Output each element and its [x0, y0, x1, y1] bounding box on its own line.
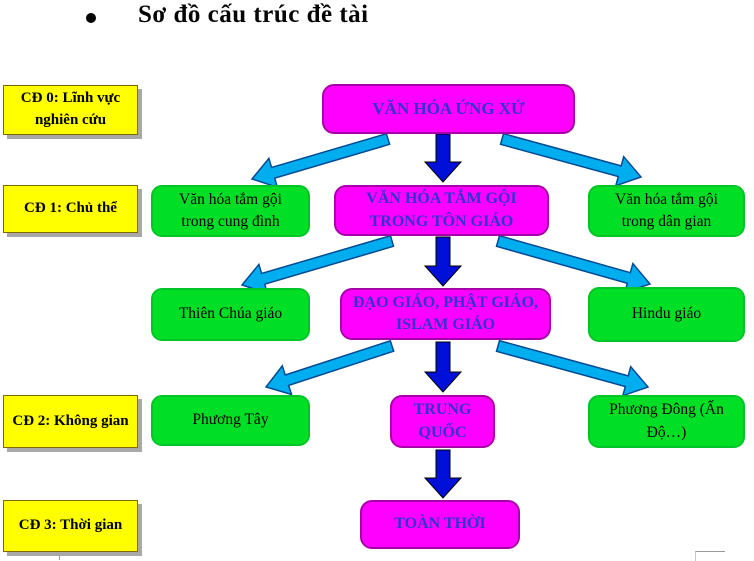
node-tam-goi-dan-gian: Văn hóa tắm gội trong dân gian	[588, 185, 745, 237]
node-trung-quoc: TRUNG QUỐC	[390, 395, 495, 448]
stray-box-corner	[695, 551, 725, 561]
node-phuong-dong-an-do: Phương Đông (Ấn Độ…)	[588, 395, 745, 448]
stray-line	[59, 553, 60, 560]
node-dao-giao-phat-giao-islam: ĐẠO GIÁO, PHẬT GIÁO, ISLAM GIÁO	[340, 288, 551, 340]
down-arrow-icon	[423, 133, 463, 183]
label-cd0-linh-vuc-nghien-cuu: CĐ 0: Lĩnh vực nghiên cứu	[3, 85, 138, 135]
diagonal-arrow-icon	[495, 339, 650, 397]
node-hindu-giao: Hindu giáo	[588, 287, 745, 342]
node-van-hoa-ung-xu: VĂN HÓA ỨNG XỬ	[322, 84, 575, 134]
diagonal-arrow-icon	[264, 339, 395, 396]
label-cd1-chu-the: CĐ 1: Chủ thể	[3, 185, 138, 233]
diagonal-arrow-icon	[499, 132, 643, 187]
page-title: Sơ đồ cấu trúc đề tài	[138, 1, 369, 28]
label-cd2-khong-gian: CĐ 2: Không gian	[3, 395, 138, 448]
label-cd3-thoi-gian: CĐ 3: Thời gian	[3, 500, 138, 552]
slide-title-row: Sơ đồ cấu trúc đề tài	[0, 0, 754, 40]
down-arrow-icon	[423, 449, 463, 499]
node-phuong-tay: Phương Tây	[151, 395, 310, 446]
node-van-hoa-tam-goi-ton-giao: VĂN HÓA TẮM GỘI TRONG TÔN GIÁO	[334, 185, 549, 236]
node-toan-thoi: TOÀN THỜI	[360, 500, 520, 549]
diagonal-arrow-icon	[495, 234, 652, 294]
down-arrow-icon	[423, 341, 463, 393]
bullet-icon	[86, 13, 96, 23]
down-arrow-icon	[423, 236, 463, 287]
node-tam-goi-cung-dinh: Văn hóa tắm gội trong cung đình	[151, 185, 310, 237]
node-thien-chua-giao: Thiên Chúa giáo	[151, 288, 310, 341]
diagonal-arrow-icon	[240, 234, 395, 295]
diagonal-arrow-icon	[250, 132, 391, 189]
